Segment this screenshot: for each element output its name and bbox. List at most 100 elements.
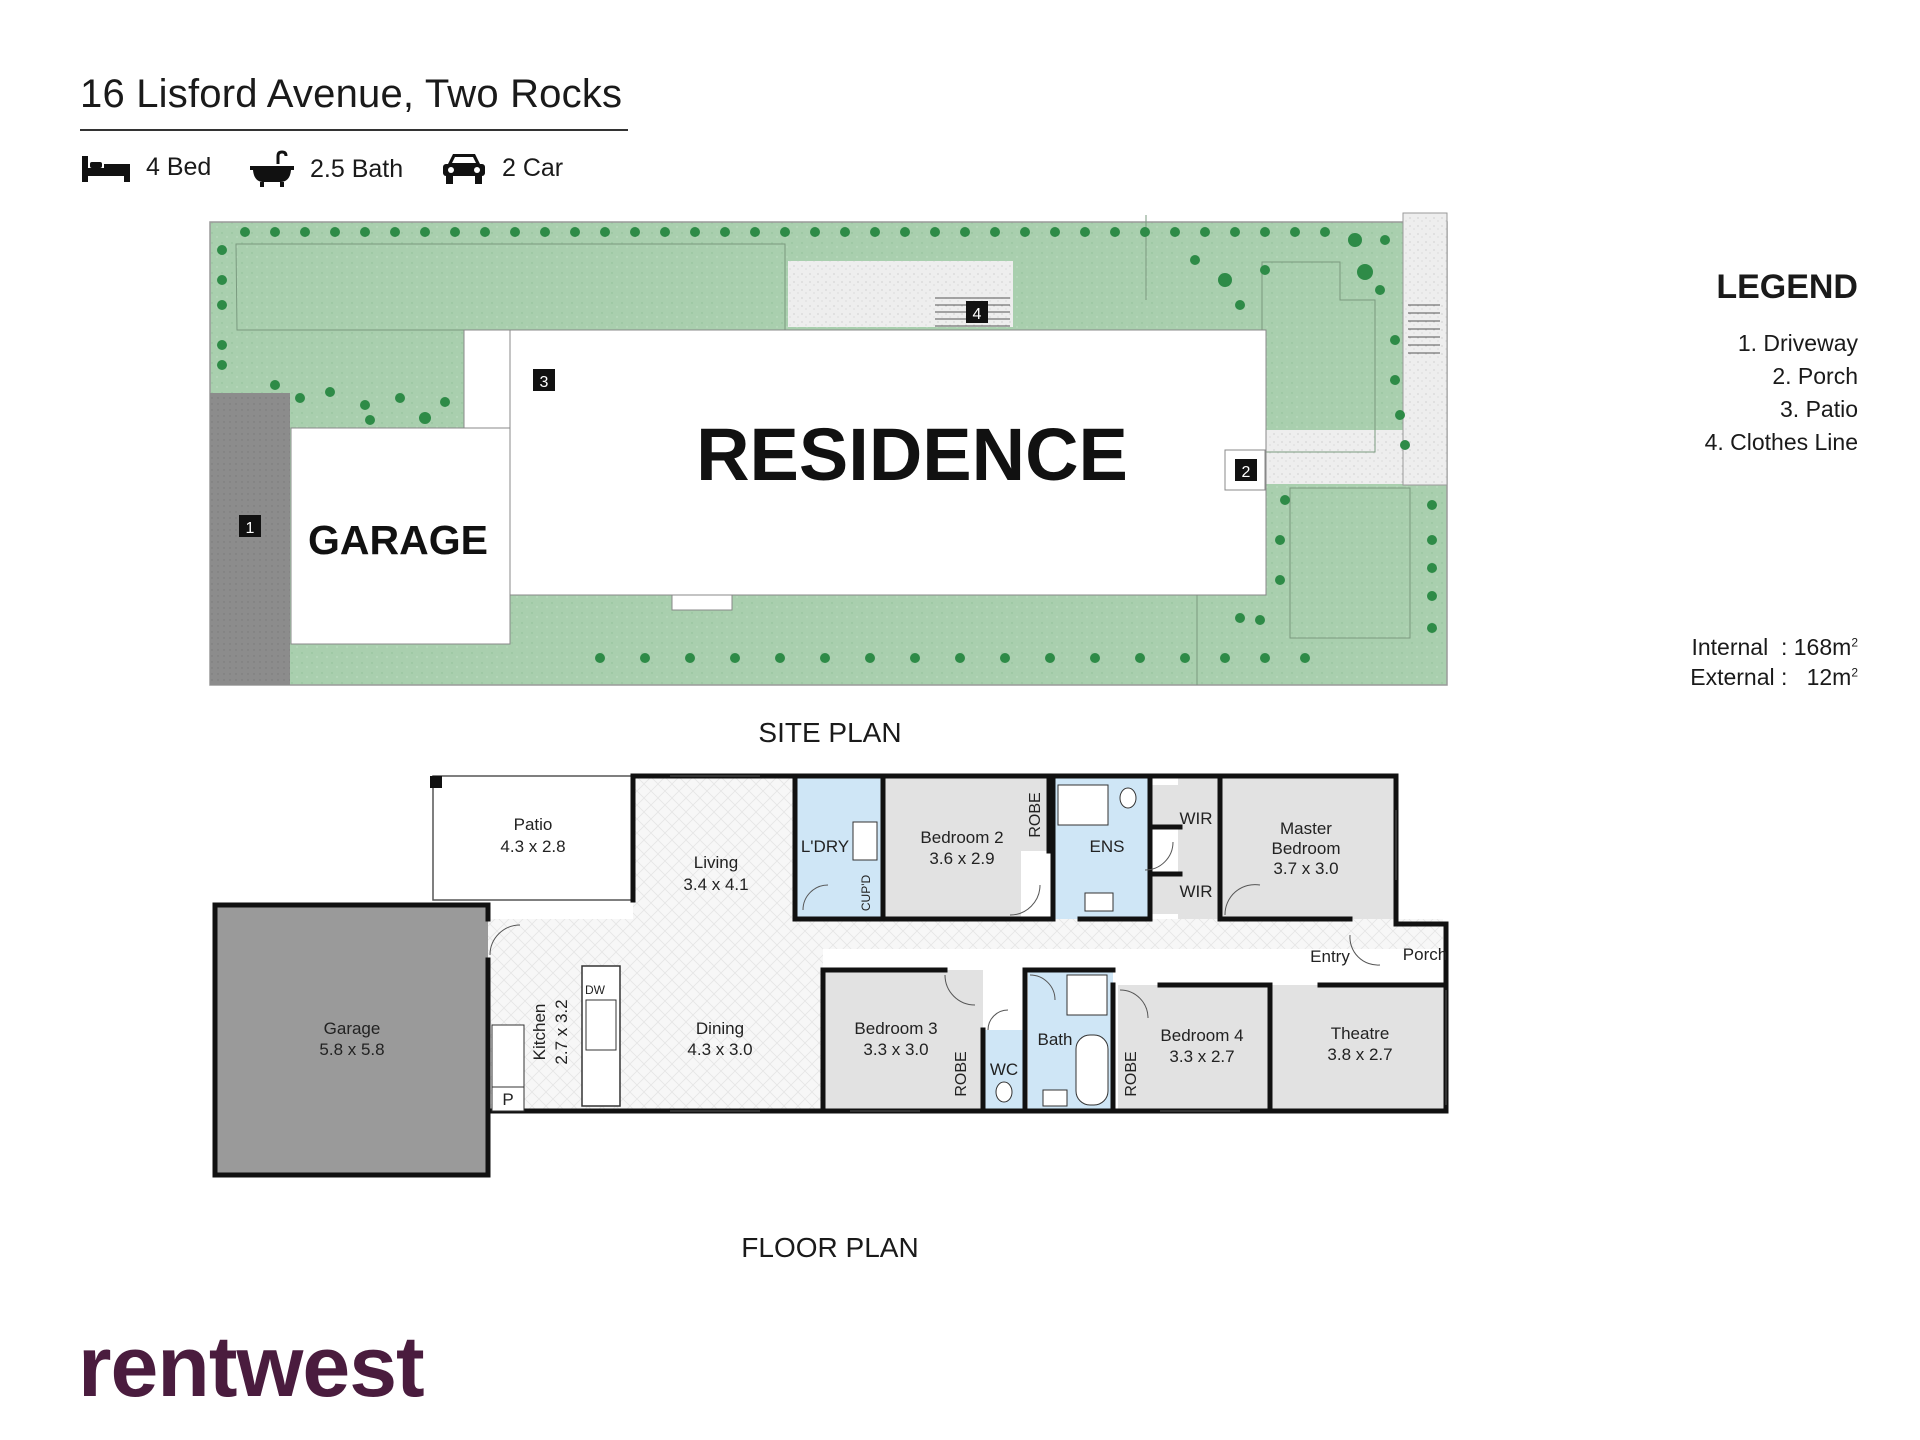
external-area-label: External : — [1690, 664, 1788, 690]
room-master-name-line1: Master — [1280, 819, 1332, 838]
room-bedroom-4-name: Bedroom 4 — [1160, 1026, 1243, 1045]
room-patio-name: Patio — [514, 815, 553, 834]
site-garage-label: GARAGE — [308, 517, 488, 563]
room-bedroom-2-name: Bedroom 2 — [920, 828, 1003, 847]
site-marker-1: 1 — [246, 520, 255, 537]
site-shrubs — [217, 227, 1437, 663]
internal-area-label: Internal — [1691, 634, 1769, 660]
property-address: 16 Lisford Avenue, Two Rocks — [80, 72, 623, 116]
cars-label: 2 Car — [502, 153, 564, 182]
site-plan-caption: SITE PLAN — [758, 717, 901, 748]
room-wir-name: WIR — [1179, 809, 1212, 828]
site-marker-3: 3 — [540, 374, 549, 391]
master-bedroom-floor — [1178, 776, 1396, 919]
rentwest-logo: rentwest — [78, 1319, 425, 1415]
room-living-name: Living — [694, 853, 738, 872]
room-bath-name: Bath — [1038, 1030, 1073, 1049]
area-unit-superscript: 2 — [1851, 635, 1858, 650]
site-marker-4: 4 — [973, 306, 982, 323]
site-side-path — [1402, 212, 1448, 486]
toilet-icon — [1119, 787, 1137, 809]
room-laundry-name: L'DRY — [801, 837, 849, 856]
garage-floor — [215, 905, 488, 1175]
legend-item-driveway: 1. Driveway — [1737, 330, 1858, 356]
site-marker-patio — [533, 369, 555, 391]
pantry — [491, 1086, 525, 1112]
hallway-floor — [488, 919, 1443, 949]
patio-area — [432, 775, 634, 901]
legend-item-patio: 3. Patio — [1780, 396, 1858, 422]
room-bedroom-3-dims: 3.3 x 3.0 — [863, 1040, 928, 1059]
room-wc-name: WC — [990, 1060, 1018, 1079]
site-garden-bed — [1289, 487, 1411, 639]
door-swings — [489, 841, 1381, 1031]
beds-feature: 4 Bed — [80, 150, 211, 184]
internal-area-value: : 168m — [1780, 634, 1852, 660]
site-steps — [1408, 304, 1440, 354]
bedroom-3-floor — [823, 970, 983, 1111]
room-kitchen-name: Kitchen — [530, 1004, 549, 1061]
room-master-name-line2: Bedroom — [1272, 839, 1341, 858]
title-divider — [80, 129, 628, 131]
baths-label: 2.5 Bath — [310, 154, 404, 183]
site-bay-window — [671, 594, 733, 611]
site-residence-label: RESIDENCE — [696, 413, 1128, 496]
room-dishwasher-label: DW — [585, 983, 606, 997]
robe-floor — [1021, 776, 1049, 851]
cars-feature: 2 Car — [440, 150, 563, 186]
room-dining-dims: 4.3 x 3.0 — [687, 1040, 752, 1059]
room-bedroom-2-dims: 3.6 x 2.9 — [929, 849, 994, 868]
site-driveway — [210, 393, 290, 685]
room-bedroom-3-name: Bedroom 3 — [854, 1019, 937, 1038]
internal-area: Internal : 168m2 — [1691, 634, 1858, 661]
site-marker-driveway — [239, 515, 261, 537]
shower-icon — [1066, 974, 1108, 1016]
room-cupboard-name: CUP'D — [859, 875, 873, 912]
room-garage-dims: 5.8 x 5.8 — [319, 1040, 384, 1059]
bed-icon — [82, 156, 130, 182]
bedroom-4-floor — [1118, 985, 1273, 1111]
external-area: External : 12m2 — [1690, 664, 1858, 691]
kitchen-sink-icon — [585, 999, 617, 1051]
floor-plan-caption: FLOOR PLAN — [741, 1232, 918, 1263]
vanity-icon — [1042, 1089, 1068, 1107]
room-pantry-name: P — [502, 1090, 513, 1109]
baths-feature: 2.5 Bath — [248, 150, 403, 188]
bath-icon — [250, 150, 294, 187]
room-garage-name: Garage — [324, 1019, 381, 1038]
room-robe-bed3: ROBE — [953, 1051, 970, 1096]
laundry-tub-icon — [852, 821, 878, 861]
room-living-dims: 3.4 x 4.1 — [683, 875, 748, 894]
room-wir-name: WIR — [1179, 882, 1212, 901]
legend-item-porch: 2. Porch — [1772, 363, 1858, 389]
bedroom-2-floor — [883, 776, 1021, 919]
room-robe-bed2: ROBE — [1027, 792, 1044, 837]
room-master-dims: 3.7 x 3.0 — [1273, 859, 1338, 878]
site-residence — [509, 329, 1267, 596]
site-marker-clothes-line — [966, 301, 988, 323]
site-marker-2: 2 — [1242, 464, 1251, 481]
kitchen-dining-floor — [488, 949, 823, 1111]
room-robe-bed4: ROBE — [1123, 1051, 1140, 1096]
vanity-icon — [1084, 892, 1114, 912]
room-entry-name: Entry — [1310, 947, 1350, 966]
room-patio-dims: 4.3 x 2.8 — [500, 837, 565, 856]
room-theatre-name: Theatre — [1331, 1024, 1390, 1043]
site-garage — [290, 427, 511, 645]
beds-label: 4 Bed — [146, 152, 212, 181]
shower-icon — [1057, 784, 1109, 826]
patio-post — [430, 776, 442, 788]
room-theatre-dims: 3.8 x 2.7 — [1327, 1045, 1392, 1064]
room-porch-name: Porch — [1403, 945, 1447, 964]
legend-item-clothes-line: 4. Clothes Line — [1704, 429, 1858, 455]
car-icon — [443, 154, 485, 184]
floor-plan — [212, 773, 1449, 1178]
room-kitchen-dims: 2.7 x 3.2 — [552, 999, 571, 1064]
living-floor — [633, 776, 795, 919]
room-dining-name: Dining — [696, 1019, 744, 1038]
room-ensuite-name: ENS — [1090, 837, 1125, 856]
area-unit-superscript: 2 — [1851, 665, 1858, 680]
legend-title: LEGEND — [1716, 268, 1858, 306]
room-bedroom-4-dims: 3.3 x 2.7 — [1169, 1047, 1234, 1066]
